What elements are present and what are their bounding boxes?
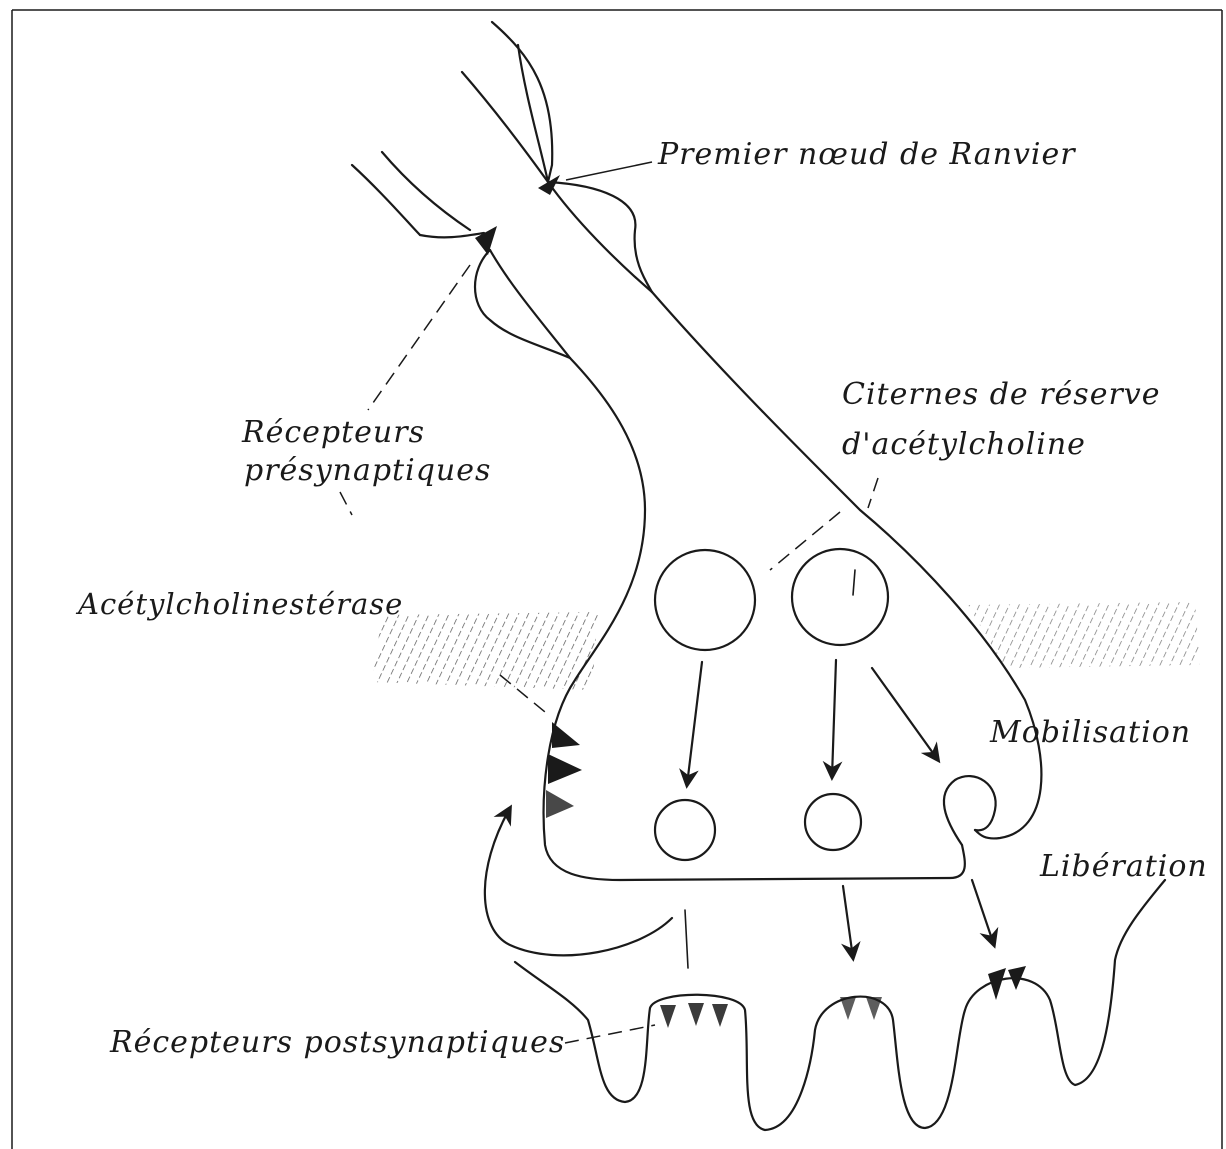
leader-citernes [868,478,878,508]
label-mobilisation: Mobilisation [990,716,1191,751]
leader-presynaptic [368,265,470,410]
axon-left-c [420,233,484,237]
frame [12,10,1222,1149]
label-acetylcholine: d'acétylcholine [842,428,1086,463]
exocytosis-omega [944,776,996,845]
terminal-right-contour [652,292,1041,838]
arrow-reserve-left [687,662,702,785]
postsynaptic-receptors-a [660,1003,728,1028]
vesicle-small-mid [805,794,861,850]
axon-right-inner [548,182,652,292]
arrow-release-mid [843,886,853,958]
node-left-mark [475,226,497,255]
postsynaptic-receptors-c [988,966,1026,1000]
label-premier-noeud-ranvier: Premier nœud de Ranvier [658,138,1076,173]
label-recepteurs: Récepteurs [242,416,425,451]
label-recepteurs-postsynaptiques: Récepteurs postsynaptiques [110,1026,565,1061]
vesicle-reserve-right [792,549,888,645]
leader-ranvier [566,162,652,180]
label-citernes-reserve: Citernes de réserve [842,378,1161,413]
arrow-liberation [972,880,994,945]
acetylcholinesterase-zone-left [372,612,598,690]
vesicle-reserve-left [655,550,755,650]
acetylcholinesterase-zone-right [968,602,1200,668]
vesicle-small-left [655,800,715,860]
node-right-loop [548,182,652,292]
label-presynaptiques: présynaptiques [244,454,491,489]
axon-left-a [352,165,420,235]
label-acetylcholinesterase: Acétylcholinestérase [78,588,403,621]
postsynaptic-membrane [515,880,1165,1130]
arrow-mobilisation [872,668,938,760]
label-liberation: Libération [1040,850,1208,885]
arrow-feedback [485,808,672,955]
leader-postsynaptic [565,1025,655,1043]
arrow-reserve-mid [832,660,836,777]
axon-left-b [382,152,470,230]
postsynaptic-receptors-b [840,997,882,1020]
